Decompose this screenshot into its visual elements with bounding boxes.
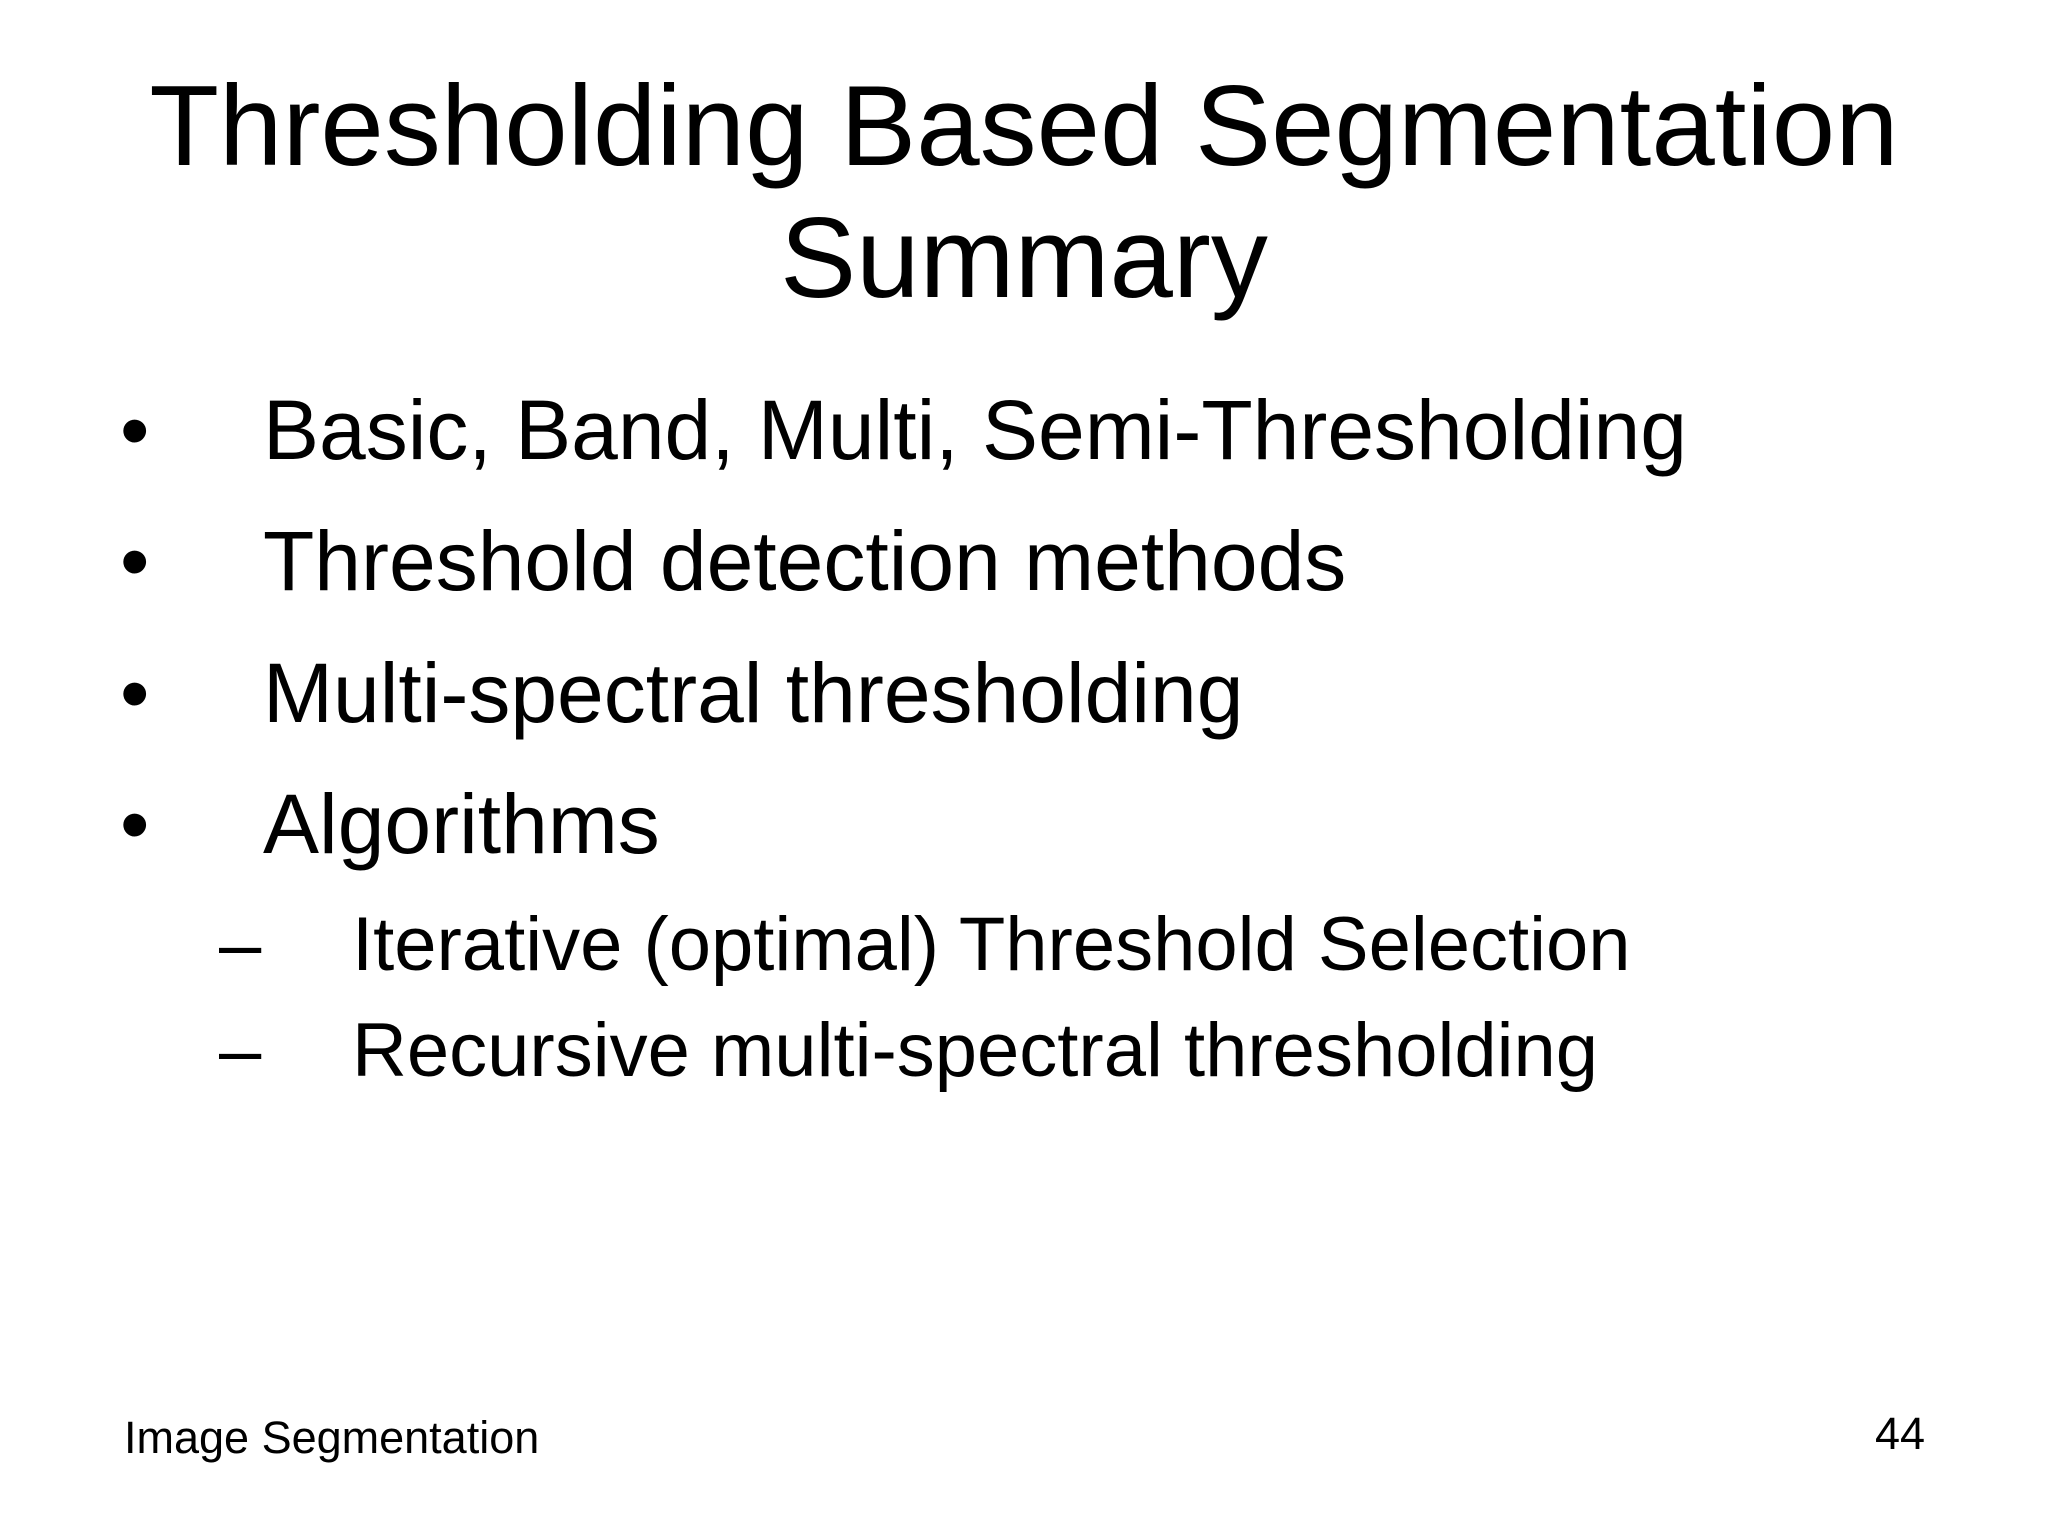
sub-bullet-item-2-text: Recursive multi-spectral thresholding <box>352 1008 1599 1093</box>
bullet-dot-icon: • <box>120 383 150 477</box>
slide-title-line-1: Thresholding Based Segmentation <box>149 63 1899 190</box>
bullet-item-1: • Basic, Band, Multi, Semi-Thresholding <box>0 388 2048 472</box>
bullet-item-4: • Algorithms <box>0 782 2048 866</box>
sub-bullet-item-2: – Recursive multi-spectral thresholding <box>0 1013 2048 1089</box>
bullet-item-2-text: Threshold detection methods <box>263 514 1347 608</box>
footer-course-title: Image Segmentation <box>124 1412 540 1463</box>
bullet-item-4-text: Algorithms <box>263 777 660 871</box>
footer-page-number: 44 <box>1874 1408 1925 1459</box>
sub-bullet-item-1-text: Iterative (optimal) Threshold Selection <box>352 902 1631 987</box>
bullet-item-1-text: Basic, Band, Multi, Semi-Thresholding <box>263 383 1687 477</box>
bullet-dot-icon: • <box>120 514 150 608</box>
bullet-dot-icon: • <box>120 777 150 871</box>
bullet-dot-icon: • <box>120 646 150 740</box>
bullet-item-3: • Multi-spectral thresholding <box>0 651 2048 735</box>
slide-title: Thresholding Based Segmentation Summary <box>0 61 2048 325</box>
bullet-item-2: • Threshold detection methods <box>0 519 2048 603</box>
slide-title-line-2: Summary <box>780 195 1268 322</box>
bullet-item-3-text: Multi-spectral thresholding <box>263 646 1244 740</box>
sub-bullet-item-1: – Iterative (optimal) Threshold Selectio… <box>0 907 2048 983</box>
dash-icon: – <box>219 1008 262 1093</box>
dash-icon: – <box>219 902 262 987</box>
